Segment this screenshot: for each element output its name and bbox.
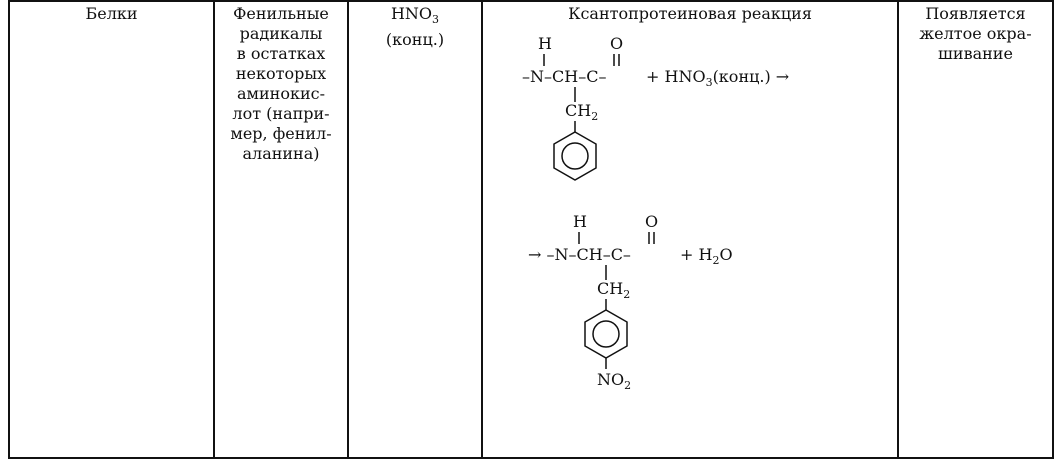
result-line: желтое окра-: [919, 24, 1032, 43]
table-top-border: [8, 0, 1054, 2]
reactant-plus: + HNO3(конц.) →: [646, 67, 789, 89]
group-line: некоторых: [235, 64, 327, 83]
no2-label: NO2: [597, 370, 631, 392]
result-line: Появляется: [925, 4, 1026, 23]
result-line: шивание: [938, 44, 1013, 63]
nitro-benzene-ring-aromatic-circle: [592, 320, 620, 348]
product-structure: H O → –N–CH–C– + H2O CH2 NO2: [528, 212, 733, 392]
reactant-h-label: H: [538, 34, 552, 53]
product-o-label: O: [645, 212, 658, 231]
reagent-formula: HNO3: [349, 4, 481, 30]
col-border-0: [8, 0, 10, 459]
result-cell: Появляется желтое окра- шивание: [899, 4, 1052, 64]
col-border-4: [897, 0, 899, 459]
reagent-main: HNO: [390, 4, 433, 23]
group-line: аминокис-: [237, 84, 325, 103]
group-line: мер, фенил-: [230, 124, 332, 143]
group-line: аланина): [242, 144, 320, 163]
product-backbone: → –N–CH–C–: [528, 245, 631, 264]
group-line: Фенильные: [233, 4, 329, 23]
substance-cell: Белки: [85, 4, 138, 23]
col-border-1: [213, 0, 215, 459]
reactant-backbone: –N–CH–C–: [522, 67, 606, 86]
table-bottom-border: [8, 457, 1054, 459]
reagent-cell: HNO3 (конц.): [349, 4, 481, 50]
col-border-5: [1052, 0, 1054, 459]
product-plus: + H2O: [680, 245, 733, 267]
group-line: радикалы: [239, 24, 323, 43]
product-ch2-label: CH2: [597, 279, 630, 301]
benzene-ring: [553, 131, 597, 181]
group-line: в остатках: [236, 44, 326, 63]
group-line: лот (напри-: [232, 104, 330, 123]
reaction-title: Ксантопротеиновая реакция: [568, 4, 812, 23]
reactant-structure: H O –N–CH–C– + HNO3(конц.) → CH2: [522, 34, 789, 181]
product-h-label: H: [573, 212, 587, 231]
reagent-note: (конц.): [385, 30, 445, 50]
reactant-ch2-label: CH2: [565, 101, 598, 123]
nitro-benzene-ring: [584, 309, 628, 359]
reactant-o-label: O: [610, 34, 623, 53]
benzene-ring-aromatic-circle: [561, 142, 589, 170]
col-border-2: [347, 0, 349, 459]
group-cell: Фенильные радикалы в остатках некоторых …: [215, 4, 347, 164]
col-border-3: [481, 0, 483, 459]
reagent-subscript: 3: [432, 13, 440, 27]
